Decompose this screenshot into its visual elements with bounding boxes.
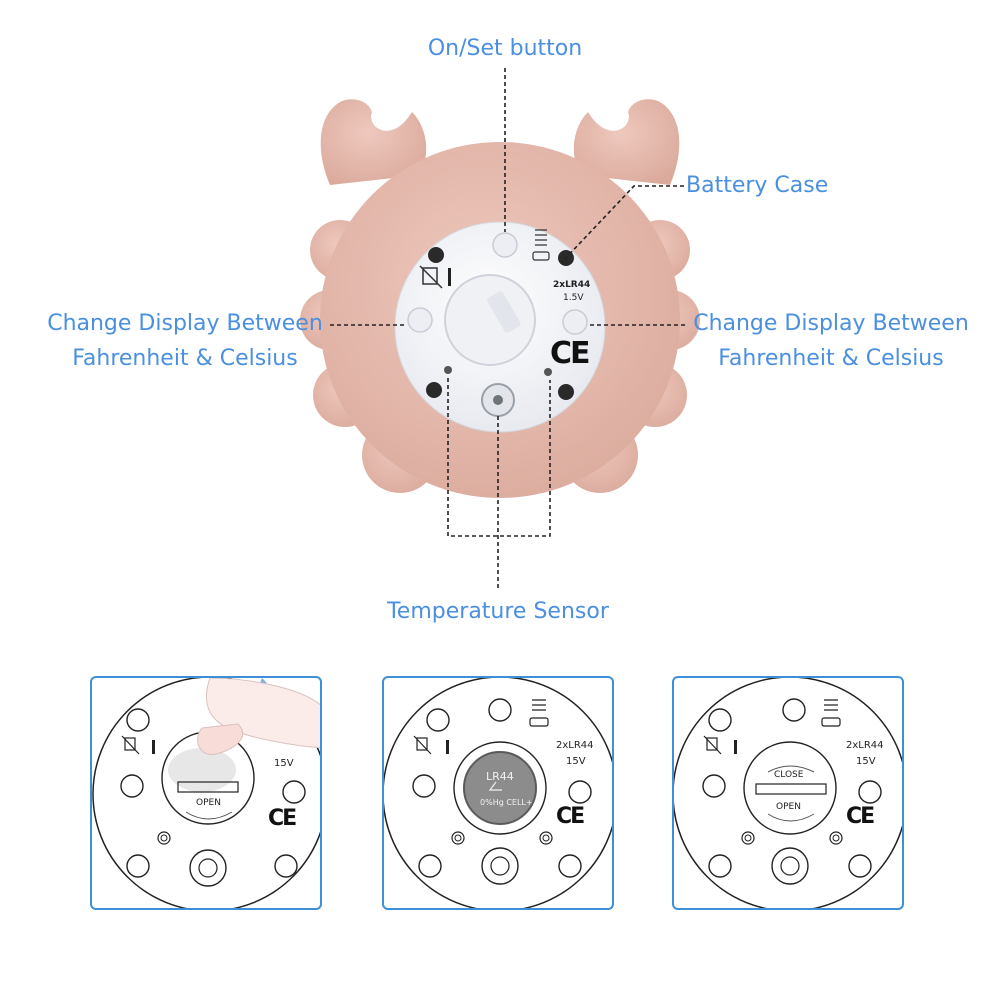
- ce-mark: CE: [268, 806, 297, 831]
- left-unit-label-line2: Fahrenheit & Celsius: [72, 346, 298, 371]
- lr44-battery: [463, 751, 537, 825]
- on-set-button-label: On/Set button: [427, 36, 583, 61]
- battery-cell-text: 0%Hg CELL+: [480, 798, 533, 807]
- right-unit-button[interactable]: [562, 309, 588, 335]
- voltage-label: 15V: [274, 758, 294, 769]
- battery-spring-icon: [532, 229, 550, 261]
- right-unit-label-line1: Change Display Between: [693, 311, 969, 336]
- callout-lines: [330, 68, 688, 590]
- step-panel-close-cover: 2xLR44 15V CLOSE OPEN CE: [672, 676, 904, 910]
- battery-spring-icon: [529, 699, 549, 727]
- voltage-label: 15V: [856, 756, 876, 767]
- close-label: CLOSE: [774, 770, 804, 780]
- crossed-bin-icon: [419, 265, 451, 289]
- battery-spec-label: 2xLR44: [553, 280, 591, 290]
- battery-model-label: LR44: [486, 770, 514, 783]
- device-illustration: [300, 68, 700, 590]
- left-claw: [320, 99, 427, 185]
- right-unit-label-line2: Fahrenheit & Celsius: [718, 346, 944, 371]
- open-label: OPEN: [776, 802, 801, 812]
- voltage-label: 1.5V: [563, 293, 584, 303]
- battery-spec-label: 2xLR44: [556, 740, 594, 751]
- left-unit-label-line1: Change Display Between: [47, 311, 323, 336]
- temperature-sensor-label: Temperature Sensor: [387, 599, 609, 624]
- ce-mark: CE: [550, 336, 590, 371]
- step-panel-remove-cover: 15V OPEN CE: [90, 676, 322, 910]
- finger-hand-icon: [197, 678, 320, 756]
- right-claw: [573, 99, 680, 185]
- ce-mark: CE: [556, 804, 585, 829]
- step-panel-insert-battery: 2xLR44 15V LR44 0%Hg CELL+ CE: [382, 676, 614, 910]
- battery-cover-closed[interactable]: [743, 741, 837, 835]
- battery-cover[interactable]: [444, 274, 536, 366]
- voltage-label: 15V: [566, 756, 586, 767]
- battery-spec-label: 2xLR44: [846, 740, 884, 751]
- battery-spring-icon: [821, 699, 841, 727]
- on-set-button[interactable]: [492, 232, 518, 258]
- left-unit-button[interactable]: [407, 307, 433, 333]
- ce-mark: CE: [846, 804, 875, 829]
- open-label: OPEN: [196, 798, 221, 808]
- device-face: [394, 221, 606, 433]
- battery-case-label: Battery Case: [686, 173, 829, 198]
